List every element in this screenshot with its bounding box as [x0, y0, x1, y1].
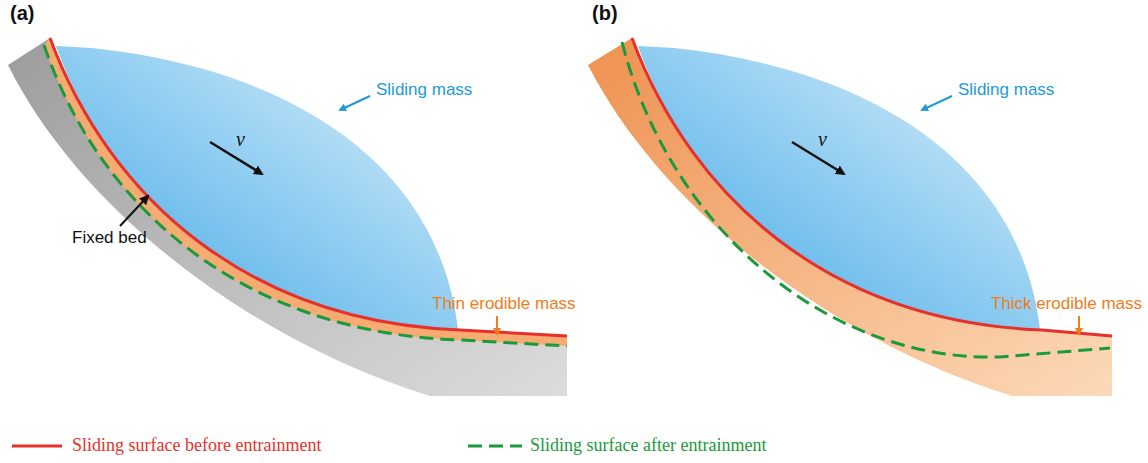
sliding-surface-before [50, 38, 567, 336]
leader-arrow [922, 96, 952, 110]
part-label: Fixed bed [72, 228, 147, 248]
thick-erodible-layer [588, 38, 1112, 396]
part-label: Thin erodible mass [432, 294, 576, 314]
leader-arrow [496, 316, 498, 334]
panel-b [588, 38, 1112, 396]
panel-label: (a) [10, 2, 34, 25]
sliding-surface-before [632, 38, 1112, 336]
velocity-symbol: v [236, 128, 245, 151]
leader-arrow [120, 196, 148, 226]
part-label: Sliding mass [376, 80, 472, 100]
fixed-bed [8, 38, 567, 396]
leader-arrow [1078, 316, 1080, 334]
velocity-symbol: v [818, 128, 827, 151]
legend-text: Sliding surface before entrainment [72, 435, 321, 456]
legend-text: Sliding surface after entrainment [530, 435, 766, 456]
legend-sample [468, 445, 522, 448]
part-label: Sliding mass [958, 80, 1054, 100]
panel-label: (b) [592, 2, 618, 25]
panel-a [8, 38, 567, 396]
part-label: Thick erodible mass [991, 294, 1142, 314]
leader-arrow [340, 96, 370, 110]
legend-sample [12, 445, 62, 448]
